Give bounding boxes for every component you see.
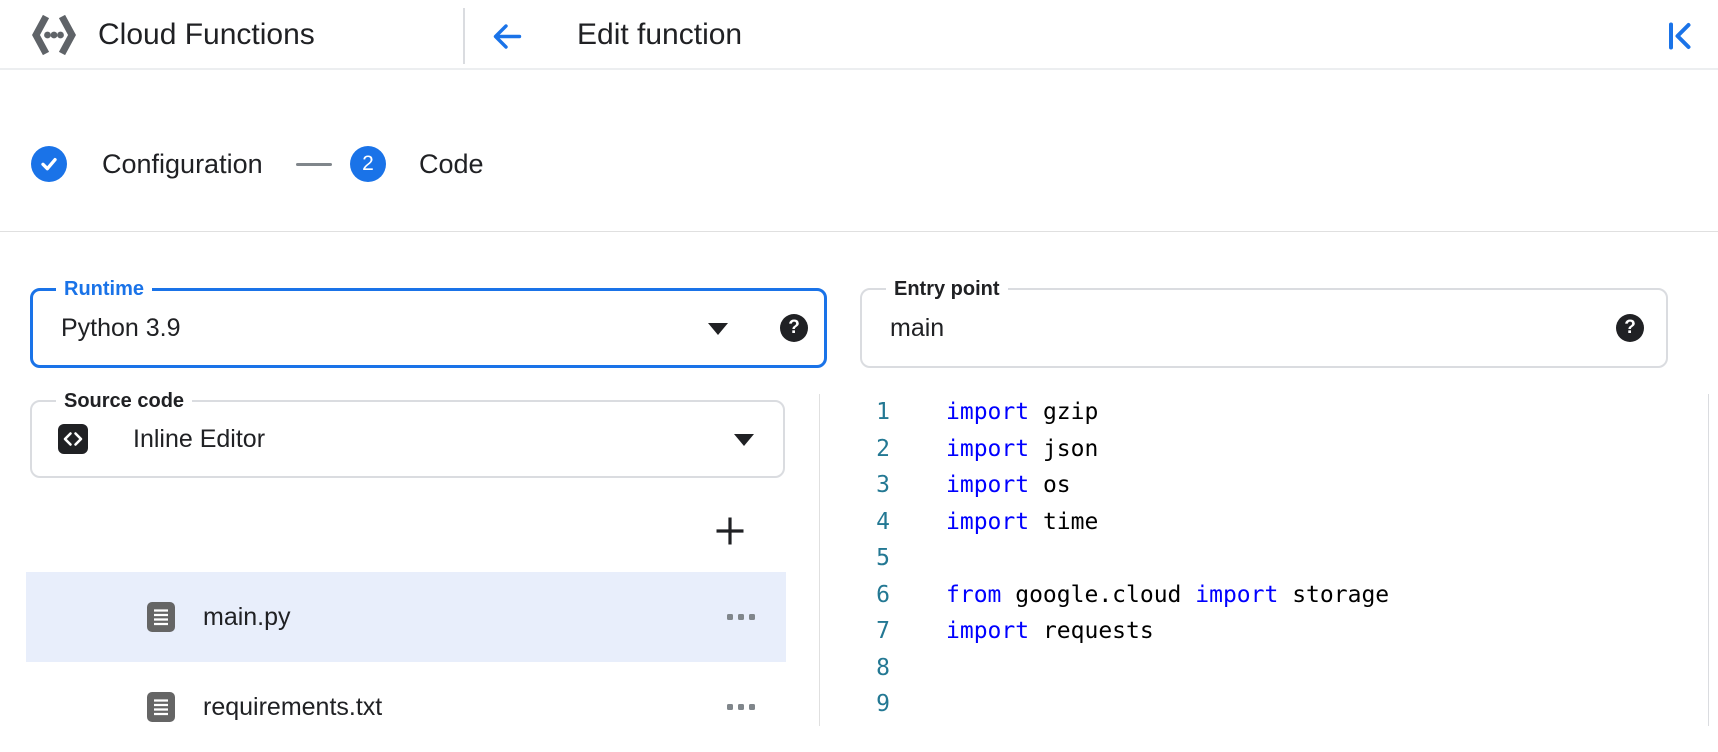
- more-horizontal-icon: [727, 704, 733, 710]
- file-row[interactable]: requirements.txt: [26, 662, 786, 752]
- step-configuration-indicator[interactable]: [31, 146, 67, 182]
- file-list: main.py requirements.txt: [26, 572, 786, 752]
- header-divider: [463, 8, 465, 64]
- code-line[interactable]: 2 import json: [820, 431, 1708, 468]
- app-title: Cloud Functions: [98, 18, 315, 51]
- line-number: 2: [876, 435, 890, 462]
- code-text: from google.cloud import storage: [946, 581, 1390, 608]
- cloud-functions-logo-icon: [30, 13, 78, 57]
- line-number: 7: [876, 618, 890, 645]
- code-text: import requests: [946, 618, 1154, 645]
- collapse-panel-button[interactable]: [1664, 19, 1698, 53]
- line-number: 3: [876, 472, 890, 499]
- line-number: 4: [876, 508, 890, 535]
- check-icon: [41, 158, 57, 171]
- file-name: requirements.txt: [203, 692, 383, 721]
- source-code-select[interactable]: Source code Inline Editor: [30, 389, 785, 478]
- collapse-panel-icon: [1669, 22, 1691, 50]
- code-line[interactable]: 7 import requests: [820, 613, 1708, 650]
- line-number: 5: [876, 545, 890, 572]
- chevron-down-icon[interactable]: [734, 434, 754, 446]
- line-number: 1: [876, 399, 890, 426]
- code-text: import json: [946, 435, 1099, 462]
- code-editor[interactable]: 1 import gzip 2 import json 3 import os 4 impor…: [819, 394, 1709, 726]
- runtime-value: Python 3.9: [61, 313, 181, 342]
- code-line[interactable]: 1 import gzip: [820, 394, 1708, 431]
- code-line[interactable]: 6 from google.cloud import storage: [820, 577, 1708, 614]
- code-line[interactable]: 8: [820, 650, 1708, 687]
- entry-point-field[interactable]: Entry point main ?: [860, 277, 1668, 368]
- chevron-down-icon[interactable]: [708, 323, 728, 335]
- code-icon: [58, 424, 88, 454]
- back-button[interactable]: [489, 19, 525, 55]
- entry-point-label: Entry point: [886, 277, 1008, 301]
- file-menu-button[interactable]: [727, 704, 755, 710]
- code-line[interactable]: 9: [820, 686, 1708, 723]
- file-row[interactable]: main.py: [26, 572, 786, 662]
- step-code-label[interactable]: Code: [419, 148, 484, 179]
- runtime-help-button[interactable]: ?: [780, 314, 808, 342]
- step-code-indicator[interactable]: 2: [350, 146, 386, 182]
- line-number: 6: [876, 581, 890, 608]
- entry-point-help-button[interactable]: ?: [1616, 314, 1644, 342]
- add-file-button[interactable]: [710, 511, 750, 551]
- source-code-label: Source code: [56, 389, 193, 413]
- entry-point-value: main: [890, 313, 945, 342]
- runtime-label: Runtime: [56, 277, 152, 301]
- file-menu-button[interactable]: [727, 614, 755, 620]
- code-line[interactable]: 3 import os: [820, 467, 1708, 504]
- file-name: main.py: [203, 602, 291, 631]
- arrow-back-icon: [493, 24, 522, 49]
- file-icon: [146, 602, 176, 632]
- code-text: import time: [946, 508, 1099, 535]
- code-line[interactable]: 4 import time: [820, 504, 1708, 541]
- code-line[interactable]: 5: [820, 540, 1708, 577]
- more-horizontal-icon: [727, 614, 733, 620]
- page-title: Edit function: [577, 18, 743, 51]
- app-header: Cloud Functions Edit function: [0, 0, 1718, 70]
- code-text: import os: [946, 472, 1071, 499]
- line-number: 9: [876, 691, 890, 718]
- code-text: import gzip: [946, 399, 1099, 426]
- runtime-select[interactable]: Runtime Python 3.9 ?: [30, 277, 827, 368]
- step-configuration-label[interactable]: Configuration: [102, 148, 263, 179]
- file-icon: [146, 692, 176, 722]
- line-number: 8: [876, 654, 890, 681]
- code-lines: 1 import gzip 2 import json 3 import os 4 impor…: [820, 394, 1708, 723]
- source-code-value: Inline Editor: [133, 424, 266, 453]
- plus-icon: [716, 517, 744, 545]
- stepper: Configuration 2 Code: [0, 72, 1718, 232]
- step-connector: [296, 163, 332, 166]
